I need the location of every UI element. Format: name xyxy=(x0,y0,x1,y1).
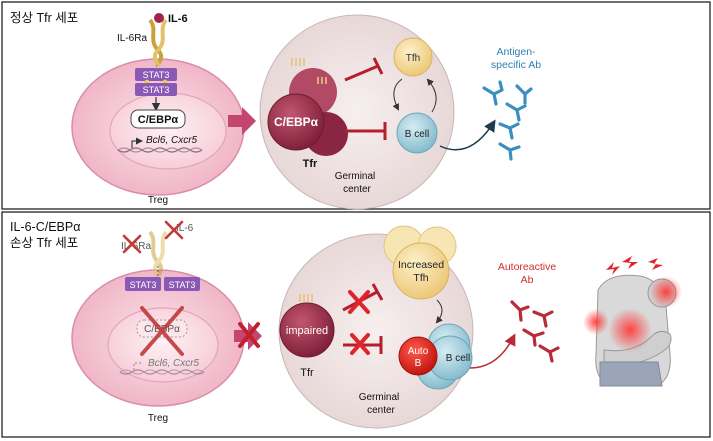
stat3-left-label: STAT3 xyxy=(130,280,157,290)
il6-receptor-icon xyxy=(148,13,168,68)
tfr-cell-cluster xyxy=(267,58,348,156)
autob-label-line2: B xyxy=(415,358,422,369)
cross-mark-icon xyxy=(238,322,260,348)
cross-mark-icon xyxy=(350,333,370,355)
il6-label: IL-6 xyxy=(168,13,188,25)
bottom-panel-title-line1: IL-6-C/EBPα xyxy=(10,220,80,234)
autob-label-line1: Auto xyxy=(408,346,429,357)
cross-mark-icon xyxy=(122,234,142,254)
cycle-arrow xyxy=(426,78,437,113)
stat3-upper-label: STAT3 xyxy=(143,70,170,80)
tfr-label: Tfr xyxy=(300,367,314,379)
autoreactive-ab-line1: Autoreactive xyxy=(498,261,557,273)
stat3-upper-box xyxy=(135,68,177,81)
treg-label: Treg xyxy=(148,195,168,206)
tfh-label-line1: Increased xyxy=(398,259,444,271)
antigen-ab-line2: specific Ab xyxy=(491,59,541,71)
il6-ligand xyxy=(154,13,164,23)
cebpa-label: C/EBPα xyxy=(138,114,179,126)
pain-figure-icon xyxy=(583,274,682,387)
stat3-right-label: STAT3 xyxy=(169,280,196,290)
il6-label: IL-6 xyxy=(176,223,194,234)
autoreactive-ab-line2: Ab xyxy=(521,274,534,286)
b-cell xyxy=(396,112,438,154)
genes-label: Bcl6, Cxcr5 xyxy=(146,135,198,146)
dna-icon xyxy=(117,137,203,153)
tfr-cell-main xyxy=(267,93,325,151)
stat3-lower-box xyxy=(135,83,177,96)
secretion-arrow xyxy=(439,119,496,151)
cycle-arrow xyxy=(392,78,403,111)
pain-bolt-icon xyxy=(606,256,663,275)
tfh-label: Tfh xyxy=(406,53,420,64)
tfr-cell-impaired xyxy=(279,302,335,358)
activation-arrow xyxy=(435,299,443,324)
inhibition-icon xyxy=(344,57,384,82)
genes-label: Bcl6, Cxcr5 xyxy=(148,358,200,369)
bcell-label: B cell xyxy=(405,129,429,140)
tfh-cell-main xyxy=(392,242,450,300)
gc-label-line2: center xyxy=(367,405,395,416)
dna-icon xyxy=(119,362,205,375)
treg-label: Treg xyxy=(148,413,168,424)
antibody-icon xyxy=(510,300,560,363)
gc-label-line1: Germinal xyxy=(335,171,376,182)
tfr-label: Tfr xyxy=(303,158,318,170)
il6-receptor-icon xyxy=(148,230,168,280)
stat3-left-box xyxy=(125,277,161,291)
bottom-panel: IL-6-C/EBPα 손상 Tfr 세포 IL-6 IL-6Ra STAT3 … xyxy=(10,220,682,429)
cross-mark-icon xyxy=(348,290,370,314)
gc-label-line2: center xyxy=(343,184,371,195)
il6ra-label: IL-6Ra xyxy=(117,33,147,44)
tfr-receptors xyxy=(299,294,313,302)
antibody-icon xyxy=(482,80,533,161)
tfh-label-line2: Tfh xyxy=(413,272,428,284)
treg-nucleus xyxy=(109,92,227,170)
bcell-label: B cell xyxy=(446,353,470,364)
cebpa-box xyxy=(130,109,186,129)
tfr-cell-label: C/EBPα xyxy=(274,115,319,129)
cross-mark-icon xyxy=(140,306,184,356)
stat3-right-box xyxy=(164,277,200,291)
antigen-ab-line1: Antigen- xyxy=(496,46,536,58)
tfh-cell xyxy=(393,37,433,77)
gc-label-line1: Germinal xyxy=(359,392,400,403)
secretion-arrow xyxy=(469,333,516,369)
top-panel-title: 정상 Tfr 세포 xyxy=(10,11,78,25)
transition-arrow xyxy=(228,107,256,135)
top-panel: 정상 Tfr 세포 IL-6 IL-6Ra STAT3 STAT3 C/EBPα… xyxy=(10,11,541,210)
tfr-receptors xyxy=(291,58,327,84)
stat3-lower-label: STAT3 xyxy=(143,85,170,95)
bottom-panel-title-line2: 손상 Tfr 세포 xyxy=(10,236,78,250)
cross-mark-icon xyxy=(164,220,184,240)
auto-b-cell xyxy=(398,336,438,376)
inhibition-icon xyxy=(345,122,387,140)
tfr-cell-label: impaired xyxy=(286,325,328,337)
